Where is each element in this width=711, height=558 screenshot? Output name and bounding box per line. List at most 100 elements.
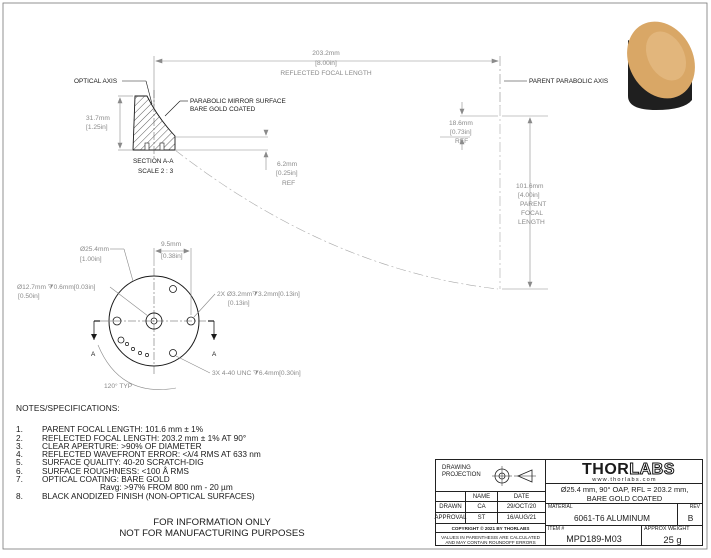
parent-axis-label: PARENT PARABOLIC AXIS [529,78,608,85]
section-scale: SCALE 2 : 3 [138,168,174,175]
col-name: NAME [466,492,498,502]
note-item: 6.SURFACE ROUGHNESS: <100 Å RMS [16,465,261,476]
notes-title: NOTES/SPECIFICATIONS: [16,403,120,413]
note-item: 4.REFLECTED WAVEFRONT ERROR: <λ/4 RMS AT… [16,449,261,460]
disclaimer-line-2: NOT FOR MANUFACTURING PURPOSES [119,528,305,539]
drawn-label: DRAWN [436,502,466,513]
disclaimer-line-1: FOR INFORMATION ONLY [153,517,271,528]
pfl-value-in: [4.00in] [518,192,540,199]
pin-holes-value: 2X Ø3.2mm⧩3.2mm[0.13in] [217,291,300,298]
diameter-value-in: [1.00in] [80,256,102,263]
note-text: SURFACE QUALITY: 40-20 SCRATCH-DIG [42,457,204,468]
offset-value: 9.5mm [161,241,182,248]
pfl-value: 101.6mm [516,183,544,190]
surface-label-2: BARE GOLD COATED [190,106,256,113]
projection-label-1: DRAWING [442,465,471,471]
parabola-curve [174,149,499,290]
item-cell: ITEM # MPD189-M03 [546,526,642,546]
weight-cell: APPROX WEIGHT 25 g [642,526,703,546]
section-title: SECTION A-A [133,158,174,165]
note-7-sub: Ravg: >97% FROM 800 nm - 20 µm [100,482,233,493]
item-label: ITEM # [548,526,565,532]
note-text: PARENT FOCAL LENGTH: 101.6 mm ± 1% [42,424,204,435]
section-mark-left: A [91,351,96,358]
mirror-render [627,21,695,110]
height-value-in: [1.25in] [86,124,108,131]
material-cell: MATERIAL 6061-T6 ALUMINUM [546,504,678,526]
description-line-1: Ø25.4 mm, 90° OAP, RFL = 203.2 mm, [560,485,689,494]
offset-value-in: [0.38in] [161,253,183,260]
note-number: 7. [16,474,23,485]
section-view [132,90,176,160]
ref2-value: 6.2mm [277,161,298,168]
note-number: 3. [16,440,23,451]
note-number: 5. [16,457,23,468]
notes-block: NOTES/SPECIFICATIONS: 1.PARENT FOCAL LEN… [16,404,261,500]
center-hole-value: Ø12.7mm ⧩0.6mm[0.03in] [17,284,96,291]
note-item: 3. CLEAR APERTURE: >90% OF DIAMETER [16,440,261,451]
description-line-2: BARE GOLD COATED [586,493,663,503]
note-item: 8. BLACK ANODIZED FINISH (NON-OPTICAL SU… [16,490,261,501]
pfl-label-1: PARENT [520,201,546,208]
angle-value: 120° TYP [104,382,133,390]
note-item: 5. SURFACE QUALITY: 40-20 SCRATCH-DIG [16,457,261,468]
projection-label-2: PROJECTION [442,472,481,478]
logo-cell: THORLABS www.thorlabs.com [546,460,703,484]
note-number: 8. [16,490,23,501]
values-note-1: VALUES IN PARENTHESIS ARE CALCULATED [441,534,540,540]
thorlabs-logo: THORLABS [582,461,675,479]
rfl-value-in: [8.00in] [315,60,337,67]
approval-name: ST [466,513,498,524]
note-text: BLACK ANODIZED FINISH (NON-OPTICAL SURFA… [42,490,255,501]
offset-dimension [153,248,192,315]
drawn-name: CA [466,502,498,513]
diameter-value: Ø25.4mm [80,246,109,253]
item-value: MPD189-M03 [566,534,622,544]
height-dimension [117,95,133,151]
note-item: 2. REFLECTED FOCAL LENGTH: 203.2 mm ± 1% … [16,432,261,443]
rev-cell: REV B [678,504,703,526]
logo-labs: LABS [629,461,675,479]
col-date: DATE [498,492,546,502]
note-item: 1.PARENT FOCAL LENGTH: 101.6 mm ± 1% [16,424,261,435]
surface-label-1: PARABOLIC MIRROR SURFACE [190,98,286,105]
projection-cell: DRAWING PROJECTION [436,460,546,492]
ref2-dimension [175,129,269,170]
ref2-label: REF [282,180,295,187]
rev-label: REV [689,504,700,510]
note-item: 7. OPTICAL COATING: BARE GOLD [16,474,261,485]
bottom-view [91,268,217,374]
rfl-label: REFLECTED FOCAL LENGTH [280,70,372,77]
pfl-label-3: LENGTH [518,219,545,226]
title-block: DRAWING PROJECTION NAME DATE DRAWN CA 29… [435,459,703,546]
pfl-label-2: FOCAL [521,210,543,217]
note-text: SURFACE ROUGHNESS: <100 Å RMS [42,465,189,476]
note-text: REFLECTED FOCAL LENGTH: 203.2 mm ± 1% AT… [42,432,247,443]
approval-date: 16/AUG/21 [498,513,546,524]
material-value: 6061-T6 ALUMINUM [574,514,650,523]
note-number: 2. [16,432,23,443]
description-cell: Ø25.4 mm, 90° OAP, RFL = 203.2 mm, BARE … [546,484,703,504]
center-hole-value-in: [0.50in] [18,293,40,300]
rfl-dimension [153,56,501,106]
website: www.thorlabs.com [592,477,657,483]
weight-label: APPROX WEIGHT [644,526,690,532]
note-text: OPTICAL COATING: BARE GOLD [42,474,170,485]
angle-arc [97,344,177,390]
material-label: MATERIAL [548,504,573,510]
section-mark-right: A [212,351,217,358]
ref2-value-in: [0.25in] [276,170,298,177]
ref1-dimension [175,102,498,150]
drawn-date: 29/OCT/20 [498,502,546,513]
logo-thor: THOR [582,461,630,478]
projection-symbol-icon [492,466,536,486]
approval-label: APPROVAL [435,513,466,524]
ref1-value-in: [0.73in] [450,129,472,136]
notes-list: 1.PARENT FOCAL LENGTH: 101.6 mm ± 1%2. RE… [16,425,261,483]
values-note-2: AND MAY CONTAIN ROUNDOFF ERRORS [445,539,536,545]
note-number: 4. [16,449,23,460]
note-text: CLEAR APERTURE: >90% OF DIAMETER [42,440,202,451]
pfl-dimension [502,115,548,290]
